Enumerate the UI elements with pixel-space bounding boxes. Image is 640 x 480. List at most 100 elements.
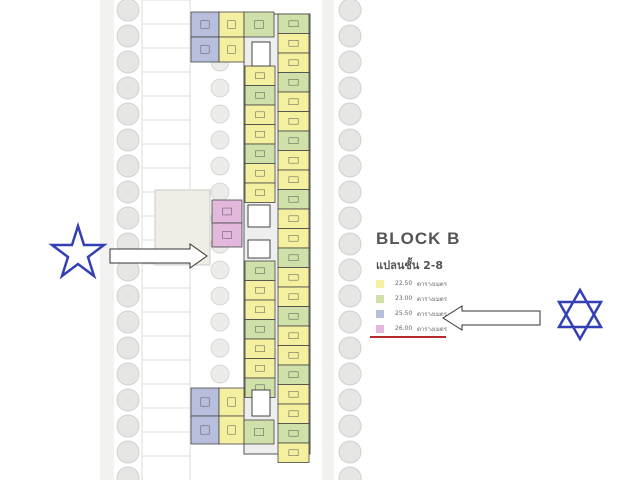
unit-bathroom: [255, 131, 265, 138]
tree: [116, 206, 140, 230]
tree: [116, 0, 140, 22]
tree: [116, 440, 140, 464]
unit: [277, 247, 310, 268]
unit-bathroom: [227, 425, 236, 435]
tree: [116, 50, 140, 74]
tree: [116, 388, 140, 412]
tree: [338, 440, 362, 464]
unit-bathroom: [288, 371, 299, 378]
unit: [277, 33, 310, 54]
unit-bathroom: [288, 352, 299, 359]
unit: [277, 384, 310, 405]
unit-bathroom: [288, 332, 299, 339]
unit-bathroom: [288, 176, 299, 183]
tree: [338, 180, 362, 204]
tree: [210, 156, 230, 176]
tree: [338, 76, 362, 100]
unit-bathroom: [254, 428, 264, 436]
unit: [190, 387, 220, 417]
unit: [277, 169, 310, 190]
unit-bathroom: [200, 397, 210, 407]
unit-bathroom: [255, 150, 265, 157]
unit: [244, 182, 276, 203]
unit: [277, 364, 310, 385]
block-title: BLOCK B: [376, 229, 461, 248]
unit: [277, 72, 310, 93]
unit-bathroom: [288, 137, 299, 144]
unit: [277, 442, 310, 463]
unit: [277, 306, 310, 327]
unit: [277, 228, 310, 249]
unit: [277, 345, 310, 366]
legend-swatch: [376, 309, 384, 318]
tree: [338, 50, 362, 74]
unit-bathroom: [255, 365, 265, 372]
unit: [244, 104, 276, 125]
unit-bathroom: [288, 79, 299, 86]
tree: [210, 364, 230, 384]
tree: [116, 336, 140, 360]
unit-bathroom: [255, 345, 265, 352]
unit: [190, 36, 220, 63]
unit: [277, 325, 310, 346]
unit: [211, 222, 243, 248]
stair: [247, 239, 271, 259]
tree: [210, 78, 230, 98]
tree: [116, 102, 140, 126]
unit-bathroom: [288, 20, 299, 27]
tree: [116, 310, 140, 334]
unit-bathroom: [222, 231, 232, 239]
tree: [116, 466, 140, 480]
tree: [116, 76, 140, 100]
unit-bathroom: [288, 59, 299, 66]
unit: [190, 415, 220, 445]
unit-bathroom: [255, 306, 265, 313]
highlight-underline: [370, 336, 446, 338]
stair: [251, 389, 271, 417]
unit: [277, 52, 310, 73]
unit-bathroom: [200, 425, 210, 435]
unit-bathroom: [288, 157, 299, 164]
tree: [338, 284, 362, 308]
unit-bathroom: [255, 267, 265, 274]
tree: [338, 362, 362, 386]
star-icon: [48, 221, 108, 280]
unit-bathroom: [288, 274, 299, 281]
unit: [244, 299, 276, 320]
arrow-to-legend: [442, 305, 541, 331]
unit: [218, 387, 245, 417]
tree: [210, 312, 230, 332]
legend-swatch: [376, 279, 384, 288]
unit-bathroom: [200, 45, 210, 54]
unit-bathroom: [288, 98, 299, 105]
road: [100, 0, 114, 480]
tree: [116, 284, 140, 308]
unit: [244, 143, 276, 164]
unit-bathroom: [254, 20, 264, 29]
unit: [277, 403, 310, 424]
unit-bathroom: [255, 287, 265, 294]
unit: [190, 11, 220, 38]
tree: [338, 388, 362, 412]
unit-bathroom: [255, 170, 265, 177]
unit: [218, 36, 245, 63]
unit: [277, 267, 310, 288]
unit: [277, 130, 310, 151]
tree: [210, 260, 230, 280]
floor-subtitle: แปลนชั้น 2-8: [376, 259, 444, 272]
unit: [277, 111, 310, 132]
tree: [338, 0, 362, 22]
tree: [210, 130, 230, 150]
legend-swatch: [376, 294, 384, 303]
road: [322, 0, 334, 480]
unit: [277, 91, 310, 112]
tree: [338, 24, 362, 48]
unit-bathroom: [255, 189, 265, 196]
tree: [338, 336, 362, 360]
unit: [211, 199, 243, 224]
